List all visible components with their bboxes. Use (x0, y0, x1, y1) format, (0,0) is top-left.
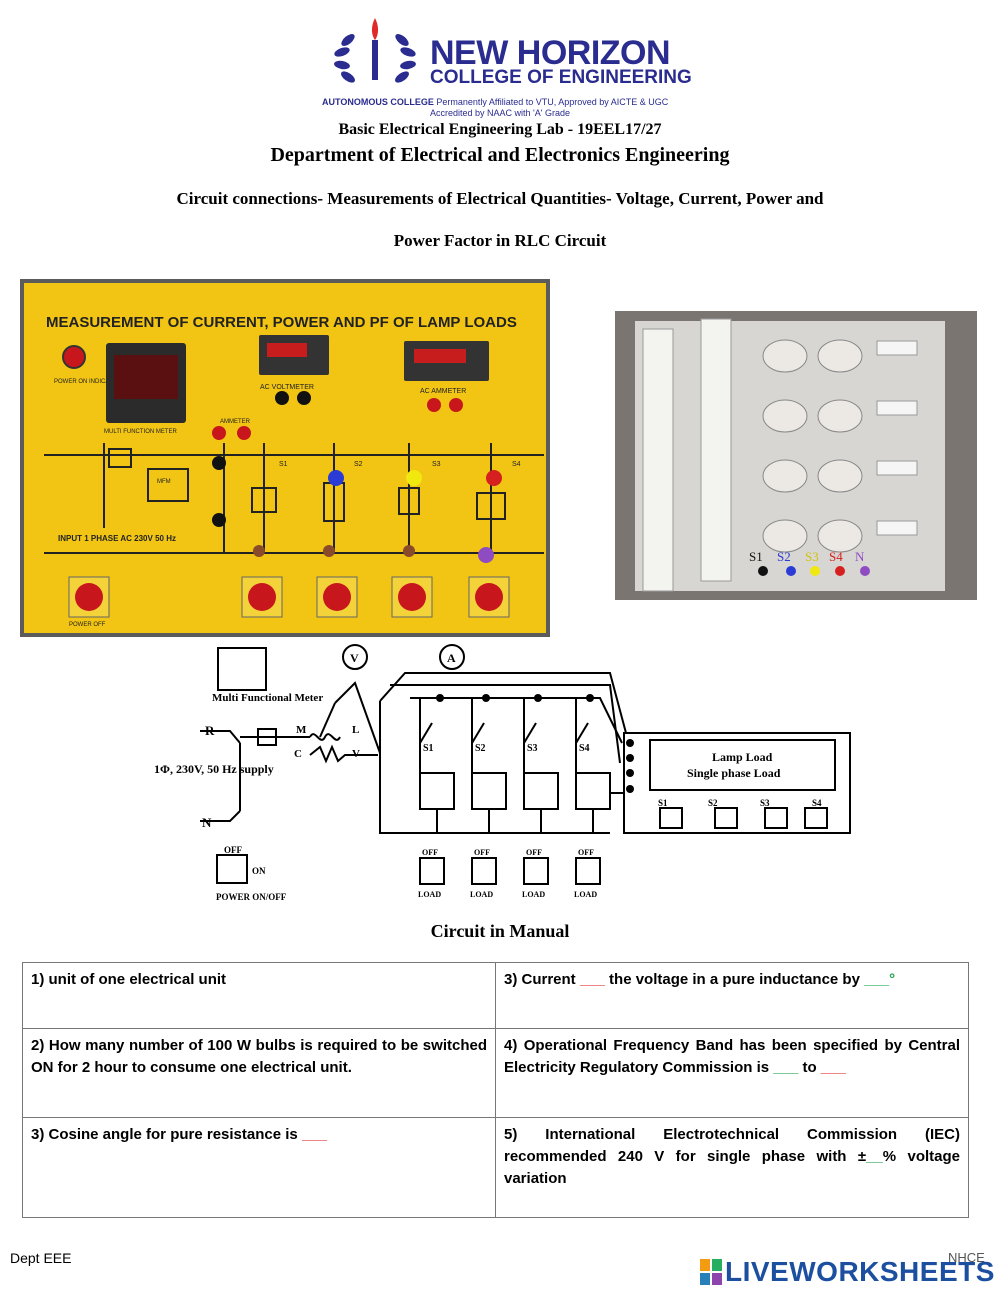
input-supply-label: INPUT 1 PHASE AC 230V 50 Hz (58, 534, 176, 543)
answer-blank[interactable]: ___ (579, 971, 605, 988)
college-name: NEW HORIZON (430, 34, 671, 72)
power-indicator-lamp (62, 345, 86, 369)
load1-off: OFF (422, 848, 438, 857)
question-3-cosine: 3) Cosine angle for pure resistance is _… (22, 1116, 496, 1219)
terminal-l-label: L (352, 724, 359, 736)
tube-light-2 (700, 318, 732, 582)
photo-s3-label: S3 (805, 549, 819, 564)
mfm-label: MULTI FUNCTION METER (104, 429, 178, 435)
photo-s4-label: S4 (829, 549, 843, 564)
load2-label: LOAD (470, 890, 493, 899)
question-1: 1) unit of one electrical unit (22, 961, 496, 1030)
load2-off: OFF (474, 848, 490, 857)
ammeter-symbol (439, 644, 465, 670)
load4-off: OFF (578, 848, 594, 857)
diagram-s2-label: S2 (475, 743, 486, 754)
lab-title: Basic Electrical Engineering Lab - 19EEL… (338, 121, 662, 138)
panel-s3-label: S3 (432, 461, 441, 468)
panel-s4-label: S4 (512, 461, 521, 468)
answer-blank[interactable]: ___ (820, 1059, 846, 1077)
voltmeter-symbol-label: V (350, 651, 359, 665)
power-on-label: ON (252, 866, 266, 876)
college-subname: COLLEGE OF ENGINEERING (430, 67, 692, 88)
load-box-subtitle: Single phase Load (687, 766, 781, 780)
diagram-s3-label: S3 (527, 743, 538, 754)
panel-s1-label: S1 (279, 461, 288, 468)
panel-s2-label: S2 (354, 461, 363, 468)
footer-dept: Dept EEE (10, 1250, 72, 1266)
answer-blank[interactable]: __ (866, 1147, 883, 1165)
question-3-current: 3) Current ___ the voltage in a pure ind… (495, 961, 969, 1030)
terminal-c-label: C (294, 748, 302, 760)
diagram-s4-label: S4 (579, 743, 590, 754)
neutral-n-label: N (202, 815, 212, 830)
diagram-s1-label: S1 (423, 743, 434, 754)
question-2: 2) How many number of 100 W bulbs is req… (22, 1028, 496, 1118)
load1-label: LOAD (418, 890, 441, 899)
power-off-label: POWER OFF (69, 622, 106, 628)
line-r-label: R (205, 723, 215, 738)
topic-line-2: Power Factor in RLC Circuit (393, 231, 607, 250)
photo-s1-label: S1 (749, 549, 763, 564)
laurel-torch-icon (334, 18, 416, 83)
power-onoff-label: POWER ON/OFF (216, 892, 287, 902)
college-tagline: AUTONOMOUS COLLEGE Permanently Affiliate… (322, 97, 669, 107)
load4-label: LOAD (574, 890, 597, 899)
power-off-label: OFF (224, 845, 242, 855)
voltmeter-label: AC VOLTMETER (260, 384, 314, 391)
power-indicator-label: POWER ON INDICATOR (54, 379, 122, 385)
panel-title: MEASUREMENT OF CURRENT, POWER AND PF OF … (46, 314, 517, 331)
answer-blank[interactable]: ___° (864, 971, 896, 988)
liveworksheets-brand[interactable]: LIVEWORKSHEETS (700, 1256, 995, 1288)
voltmeter-symbol (342, 644, 368, 670)
load-box-s3: S3 (760, 798, 770, 808)
footer-nhce: NHCE (948, 1250, 985, 1265)
terminal-v-label: V (352, 748, 360, 760)
photo-n-label: N (855, 549, 865, 564)
photo-s2-label: S2 (777, 549, 791, 564)
load3-off: OFF (526, 848, 542, 857)
diagram-caption: Circuit in Manual (430, 921, 570, 941)
rotary-switches (68, 576, 510, 618)
load-box-s1: S1 (658, 798, 668, 808)
accreditation: Accredited by NAAC with 'A' Grade (430, 108, 570, 118)
terminal-m-label: M (296, 724, 307, 736)
load3-label: LOAD (522, 890, 545, 899)
question-table: 1) unit of one electrical unit 3) Curren… (22, 961, 969, 1219)
load-box-s2: S2 (708, 798, 718, 808)
ammeter-label: AC AMMETER (420, 388, 466, 395)
mfm-box-label: MFM (157, 479, 171, 485)
ammeter-terminal-label: AMMETER (220, 419, 251, 425)
supply-label: 1Φ, 230V, 50 Hz supply (154, 762, 274, 776)
lamp-holders (762, 339, 863, 553)
ammeter-symbol-label: A (447, 651, 456, 665)
liveworksheets-logo-icon (700, 1259, 722, 1285)
answer-blank[interactable]: ___ (301, 1125, 327, 1143)
department-title: Department of Electrical and Electronics… (270, 144, 730, 166)
load-box-title: Lamp Load (712, 750, 773, 764)
load-box-s4: S4 (812, 798, 822, 808)
tube-light-1 (642, 328, 674, 592)
question-5: 5) International Electrotechnical Commis… (495, 1116, 969, 1219)
trainer-panel-image: MEASUREMENT OF CURRENT, POWER AND PF OF … (20, 279, 550, 637)
topic-line-1: Circuit connections- Measurements of Ele… (176, 189, 824, 208)
lamp-board-image: S1 S2 S3 S4 N (615, 311, 977, 600)
question-4: 4) Operational Frequency Band has been s… (495, 1028, 969, 1118)
mfm-diagram-label: Multi Functional Meter (212, 692, 323, 704)
circuit-diagram: V A Multi Functional Meter R N 1Φ, 230V,… (140, 643, 860, 918)
answer-blank[interactable]: ___ (773, 1059, 799, 1077)
college-logo (320, 10, 690, 120)
